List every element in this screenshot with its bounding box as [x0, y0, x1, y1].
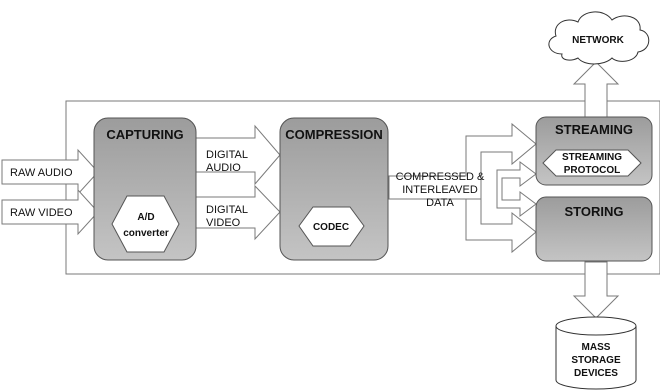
digital-video-label-2: VIDEO [206, 217, 241, 229]
raw-video-label: RAW VIDEO [10, 207, 73, 219]
compressed-data-label-2: INTERLEAVED [402, 184, 478, 196]
compression-title: COMPRESSION [285, 127, 383, 142]
digital-audio-arrow [195, 124, 281, 186]
mass-storage-arrow [572, 261, 620, 319]
streaming-title: STREAMING [555, 122, 633, 137]
ad-converter-label-1: A/D [137, 212, 154, 223]
raw-audio-arrow [1, 148, 99, 196]
codec-label: CODEC [313, 222, 349, 233]
raw-audio-label: RAW AUDIO [10, 167, 73, 179]
codec-hexagon [298, 206, 365, 247]
system-frame [65, 100, 660, 275]
mass-storage-cylinder [555, 326, 637, 390]
mass-storage-label-2: STORAGE [571, 355, 621, 366]
output-arrow-lower [465, 198, 537, 254]
compressed-data-label-3: DATA [426, 197, 454, 209]
digital-video-arrow [195, 184, 281, 241]
streaming-protocol-label-1: STREAMING [562, 152, 622, 163]
raw-video-arrow [1, 188, 99, 236]
capturing-title: CAPTURING [106, 127, 183, 142]
digital-video-label-1: DIGITAL [206, 204, 248, 216]
ad-converter-hexagon [111, 195, 180, 253]
network-label: NETWORK [572, 35, 624, 46]
streaming-protocol-label-2: PROTOCOL [564, 165, 620, 176]
streaming-protocol-hexagon [542, 149, 642, 177]
digital-audio-label-1: DIGITAL [206, 149, 248, 161]
network-arrow [572, 61, 620, 119]
streaming-storing-link [496, 161, 537, 217]
digital-audio-label-2: AUDIO [206, 162, 241, 174]
network-cloud [548, 11, 650, 65]
mass-storage-label-3: DEVICES [574, 368, 618, 379]
mass-storage-cylinder-top [555, 316, 637, 336]
ad-converter-label-2: converter [123, 228, 169, 239]
mass-storage-label-1: MASS [582, 342, 611, 353]
compressed-data-label-1: COMPRESSED & [396, 171, 485, 183]
storing-box [535, 196, 653, 262]
storing-title: STORING [565, 204, 624, 219]
